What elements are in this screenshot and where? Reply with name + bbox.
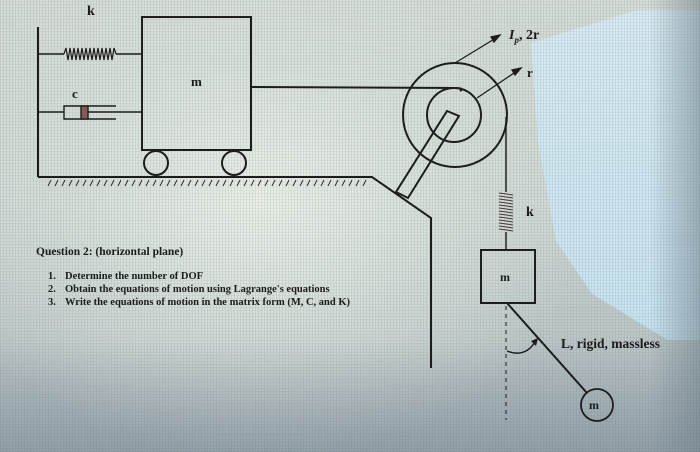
right-spring bbox=[498, 192, 514, 232]
question-item-2: 2. Obtain the equations of motion using L… bbox=[48, 283, 350, 296]
pulley-inner-disk bbox=[426, 87, 482, 143]
radius-arrows bbox=[454, 33, 523, 99]
cart-mass-block bbox=[141, 16, 252, 151]
item-number: 3. bbox=[48, 297, 56, 308]
cart-wheel-left bbox=[143, 150, 169, 176]
item-text: Write the equations of motion in the mat… bbox=[65, 297, 351, 308]
pendulum-bob bbox=[580, 388, 614, 422]
pulley-inner-label: r bbox=[527, 65, 533, 80]
pendulum-rod bbox=[506, 302, 588, 394]
ground-hatching bbox=[47, 179, 367, 187]
angle-arc-arrowhead bbox=[531, 338, 538, 346]
left-damper bbox=[38, 105, 142, 120]
pendulum-label: L, rigid, massless bbox=[561, 336, 661, 351]
outer-radius-text: , 2r bbox=[518, 28, 540, 43]
question-item-1: 1. Determine the number of DOF bbox=[48, 270, 350, 283]
left-spring-label: k bbox=[87, 4, 95, 19]
hanging-mass-label: m bbox=[500, 270, 510, 284]
pulley-support-arm bbox=[394, 109, 461, 200]
floor-and-ledge bbox=[38, 176, 432, 368]
item-number: 1. bbox=[48, 271, 56, 282]
bob-mass-label: m bbox=[589, 398, 599, 412]
item-text: Obtain the equations of motion using Lag… bbox=[65, 284, 330, 295]
cart-wheel-right bbox=[221, 150, 247, 176]
angle-arc bbox=[506, 341, 536, 354]
question-title: Question 2: (horizontal plane) bbox=[36, 246, 184, 258]
damper-label: c bbox=[72, 86, 78, 101]
left-spring bbox=[38, 47, 142, 61]
inertia-symbol: I bbox=[509, 28, 515, 43]
right-spring-label: k bbox=[526, 205, 534, 220]
question-item-3: 3. Write the equations of motion in the m… bbox=[48, 296, 350, 309]
inertia-subscript: p bbox=[514, 34, 519, 45]
pulley-outer-label: Ip, 2r bbox=[509, 29, 539, 45]
item-text: Determine the number of DOF bbox=[65, 271, 204, 282]
screen-edge-shade bbox=[650, 0, 700, 452]
cart-mass-label: m bbox=[191, 74, 202, 89]
question-list: 1. Determine the number of DOF 2. Obtain t… bbox=[48, 270, 350, 309]
item-number: 2. bbox=[48, 284, 56, 295]
